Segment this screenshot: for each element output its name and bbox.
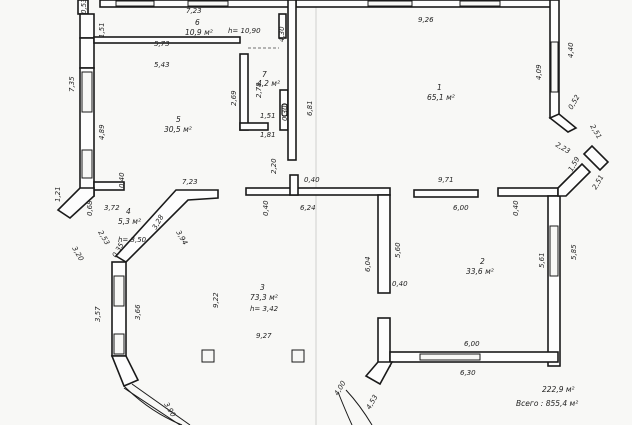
- room-5-number: 5: [176, 115, 181, 124]
- dim: 1,51: [260, 112, 276, 120]
- dim: 0,40: [304, 176, 320, 184]
- dim: 5,43: [154, 61, 170, 69]
- dim: 6,00: [453, 204, 469, 212]
- dim: 0,40: [512, 200, 520, 216]
- room-6-area: 10,9 м²: [185, 28, 213, 37]
- dim: 3,20: [70, 245, 85, 263]
- column-left: [201, 349, 215, 363]
- dim: 4,89: [98, 124, 106, 140]
- dim: 2,53: [96, 229, 111, 247]
- dim: 9,71: [438, 176, 454, 184]
- dim: 7,23: [186, 7, 202, 15]
- dim: 7,35: [68, 76, 76, 92]
- column-right: [291, 349, 305, 363]
- dim: 5,61: [538, 252, 546, 268]
- dim: 6,04: [364, 256, 372, 272]
- dim: 2,69: [230, 90, 238, 106]
- dim: 0,52: [567, 93, 582, 111]
- dim: 0,30: [281, 105, 289, 121]
- grand-total-area: Всего : 855,4 м²: [516, 399, 578, 408]
- dim: 3,57: [94, 306, 102, 322]
- dim: 6,00: [464, 340, 480, 348]
- opening-marker: [281, 103, 288, 117]
- dim: 9,22: [212, 292, 220, 308]
- dim: 6,24: [300, 204, 316, 212]
- walls: [56, 0, 610, 425]
- room-3-area: 73,3 м²: [250, 293, 278, 302]
- dim: 0,40: [262, 200, 270, 216]
- windows: [81, 0, 559, 425]
- dim: 2,51: [588, 123, 603, 141]
- dim: 5,60: [394, 242, 402, 258]
- room-4-area: 5,3 м²: [118, 217, 141, 226]
- dim: 2,51: [591, 173, 606, 191]
- dim: 3,94: [174, 229, 189, 247]
- dim: 1,51: [98, 22, 106, 38]
- dim: 5,85: [570, 244, 578, 260]
- dim: 7,23: [182, 178, 198, 186]
- dim: 9,26: [418, 16, 434, 24]
- dim: 4,09: [535, 64, 543, 80]
- dim: 2,20: [270, 158, 278, 174]
- room-4-height: h= 3,50: [118, 236, 147, 244]
- room-4-number: 4: [126, 207, 131, 216]
- dim: 1,21: [54, 186, 62, 202]
- room-1-area: 65,1 м²: [427, 93, 455, 102]
- dim: 4,40: [567, 42, 575, 58]
- room-labels: 6 10,9 м² h= 10,90 7 4,2 м² 5 30,5 м² 1 …: [118, 18, 494, 313]
- dim: 0,40: [392, 280, 408, 288]
- dim: 2,23: [554, 141, 572, 156]
- dim: 9,27: [256, 332, 272, 340]
- dim: 3,66: [134, 304, 142, 320]
- room-6-number: 6: [195, 18, 200, 27]
- dim: 0,68: [86, 200, 94, 216]
- room-2-number: 2: [480, 257, 485, 266]
- room-5-area: 30,5 м²: [164, 125, 192, 134]
- dim: 0,53: [80, 0, 88, 14]
- total-area: 222,9 м²: [542, 385, 575, 394]
- dim: 1,81: [260, 131, 276, 139]
- dim: 4,00: [333, 379, 348, 397]
- room-7-number: 7: [262, 70, 267, 79]
- dim: 5,73: [154, 40, 170, 48]
- room-6-height: h= 10,90: [228, 27, 261, 35]
- dim: 4,53: [365, 393, 380, 411]
- dim: 6,81: [306, 100, 314, 116]
- dim: 2,78: [255, 82, 263, 98]
- room-3-number: 3: [260, 283, 265, 292]
- room-2-area: 33,6 м²: [466, 267, 494, 276]
- dim: 0,40: [118, 172, 126, 188]
- room-3-height: h= 3,42: [250, 305, 279, 313]
- room-1-number: 1: [437, 83, 442, 92]
- dim: 3,72: [104, 204, 120, 212]
- dim: 4,30: [278, 26, 286, 42]
- dim: 6,30: [460, 369, 476, 377]
- room-7-area: 4,2 м²: [257, 79, 280, 88]
